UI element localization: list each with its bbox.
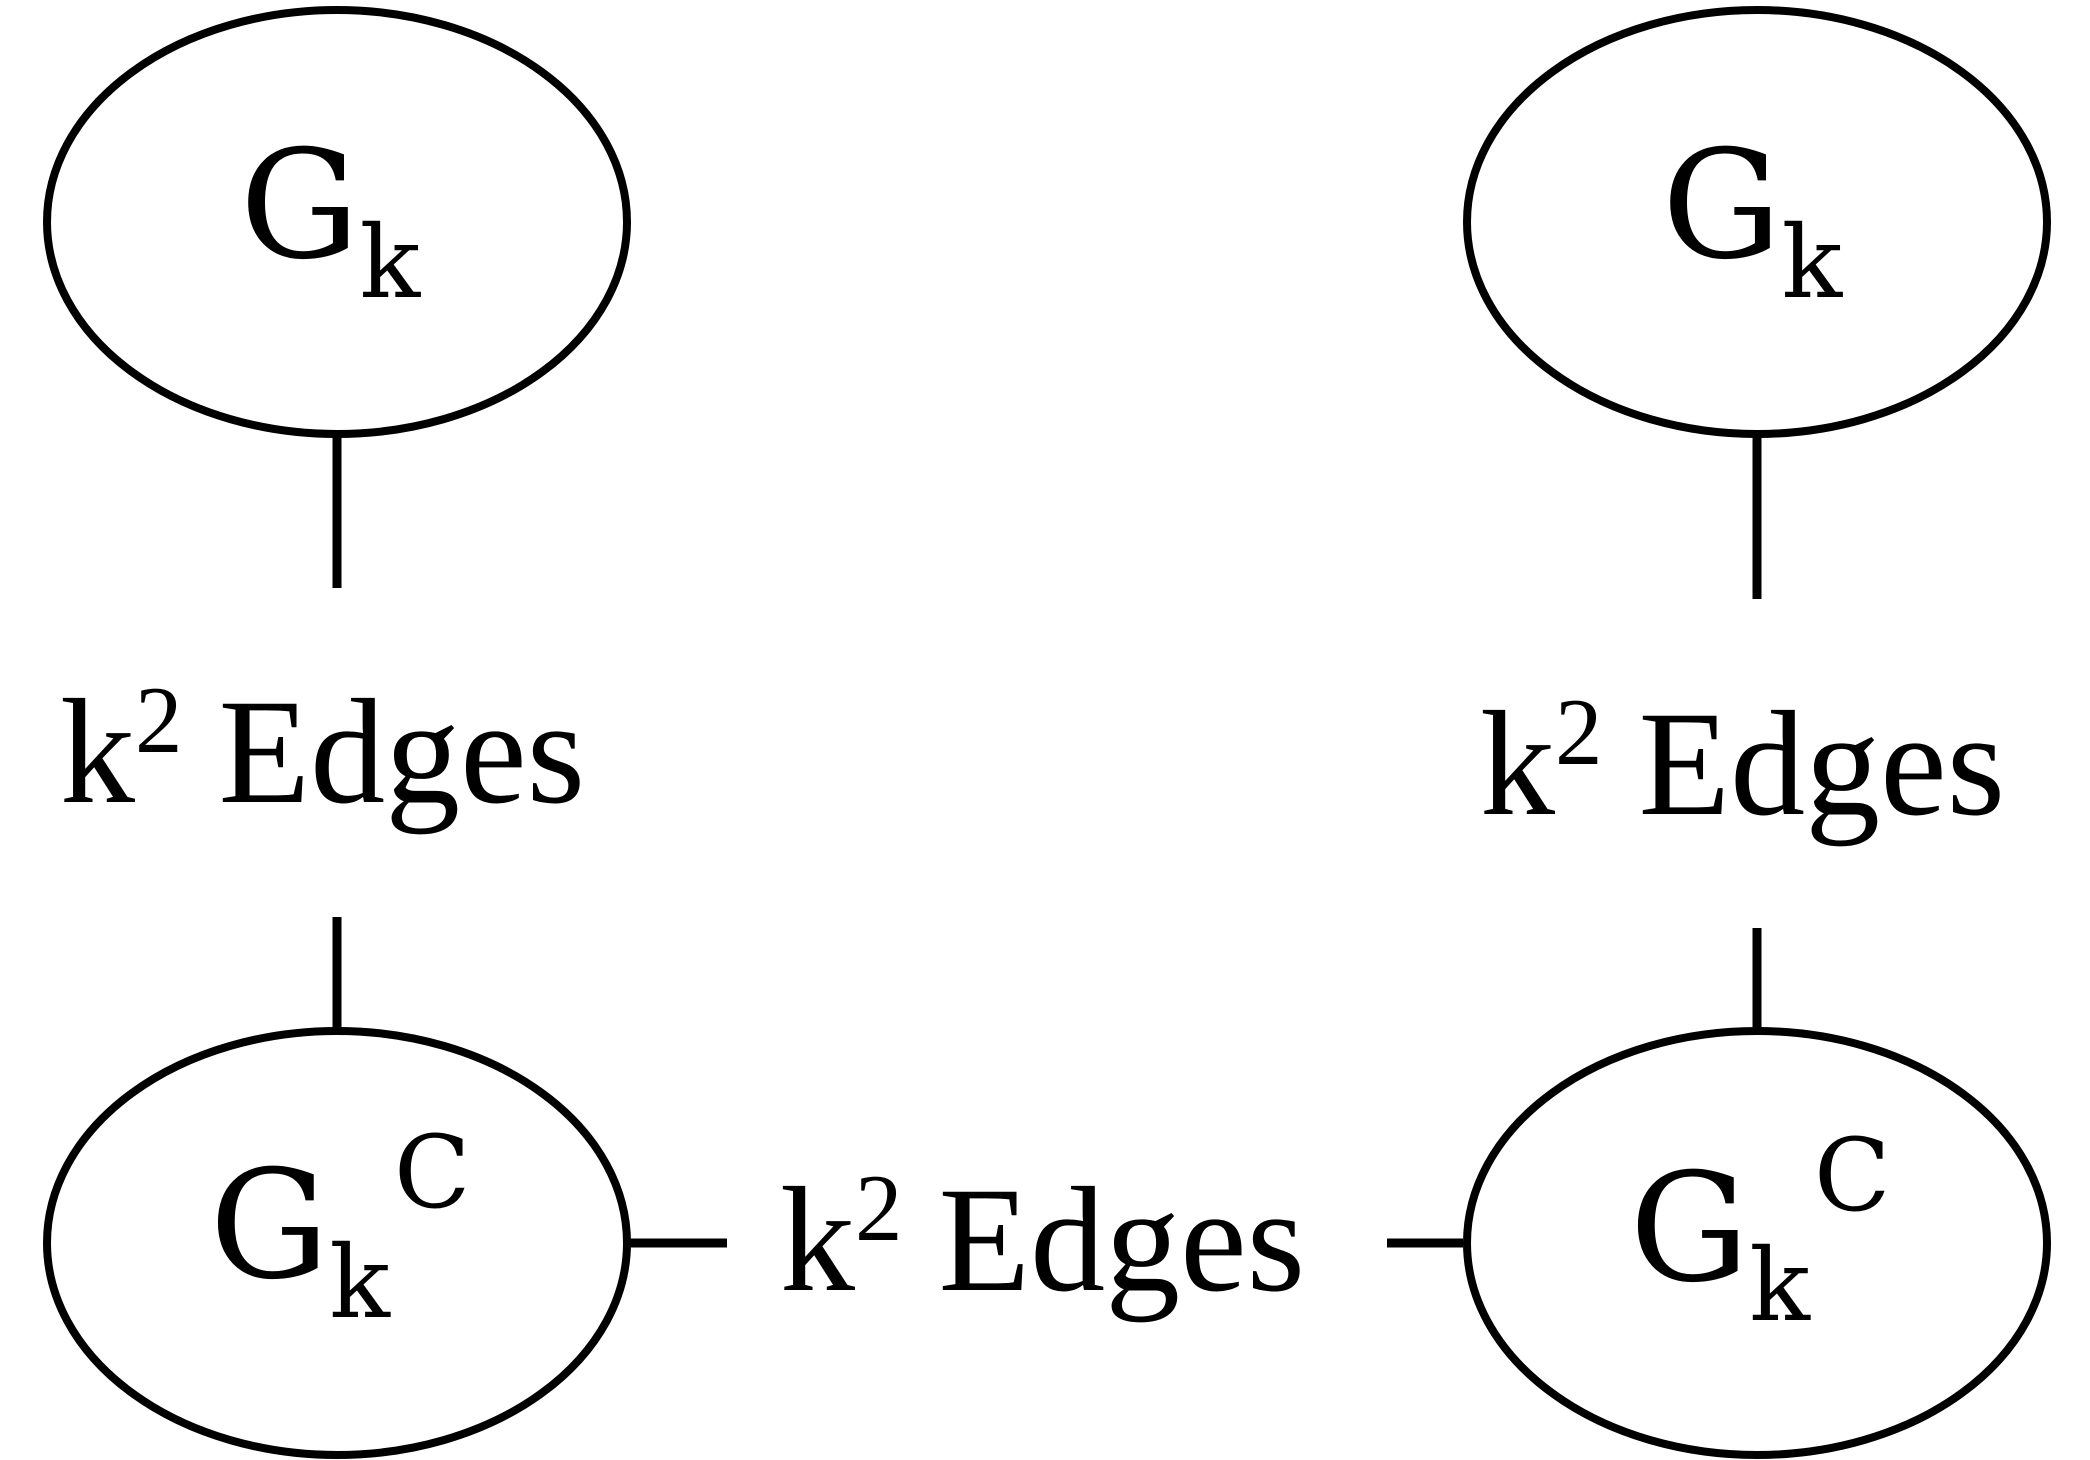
edge-label-bottom: k2 Edges <box>780 1155 1305 1323</box>
node-bottom-left[interactable]: GkC <box>43 1027 631 1459</box>
edge-label-right-base: k <box>1480 681 1555 847</box>
edge-label-left-base: k <box>60 669 135 835</box>
node-bottom-right[interactable]: GkC <box>1463 1027 2051 1459</box>
edge-label-left-superscript: 2 <box>135 667 183 773</box>
node-bottom-left-superscript: C <box>394 1114 471 1231</box>
node-bottom-right-subscript: k <box>1749 1227 1811 1344</box>
node-top-right-label: Gk <box>1662 119 1844 321</box>
node-top-right-base: G <box>1662 119 1782 293</box>
node-bottom-right-superscript: C <box>1814 1117 1891 1234</box>
node-top-left-subscript: k <box>360 204 422 321</box>
edge-label-left-text: Edges <box>219 669 586 835</box>
edge-label-bottom-base: k <box>780 1157 855 1323</box>
edge-label-right-superscript: 2 <box>1555 679 1603 785</box>
node-top-right-ellipse <box>1463 6 2051 438</box>
node-top-right[interactable]: Gk <box>1463 6 2051 438</box>
edge-label-right-text: Edges <box>1639 681 2006 847</box>
node-bottom-left-label: GkC <box>210 1114 471 1341</box>
edge-label-bottom-superscript: 2 <box>855 1155 903 1261</box>
node-top-left-base: G <box>240 119 360 293</box>
node-bottom-right-label: GkC <box>1630 1117 1891 1344</box>
node-bottom-left-ellipse <box>43 1027 631 1459</box>
node-top-left-label: Gk <box>240 119 422 321</box>
edge-label-right: k2 Edges <box>1480 679 2005 847</box>
node-bottom-right-base: G <box>1630 1142 1750 1316</box>
edge-label-left: k2 Edges <box>60 667 585 835</box>
node-top-left[interactable]: Gk <box>43 6 631 438</box>
node-bottom-left-base: G <box>210 1139 330 1313</box>
node-bottom-right-ellipse <box>1463 1027 2051 1459</box>
edge-label-bottom-text: Edges <box>939 1157 1306 1323</box>
node-top-right-subscript: k <box>1782 204 1844 321</box>
node-top-left-ellipse <box>43 6 631 438</box>
node-bottom-left-subscript: k <box>329 1224 391 1341</box>
